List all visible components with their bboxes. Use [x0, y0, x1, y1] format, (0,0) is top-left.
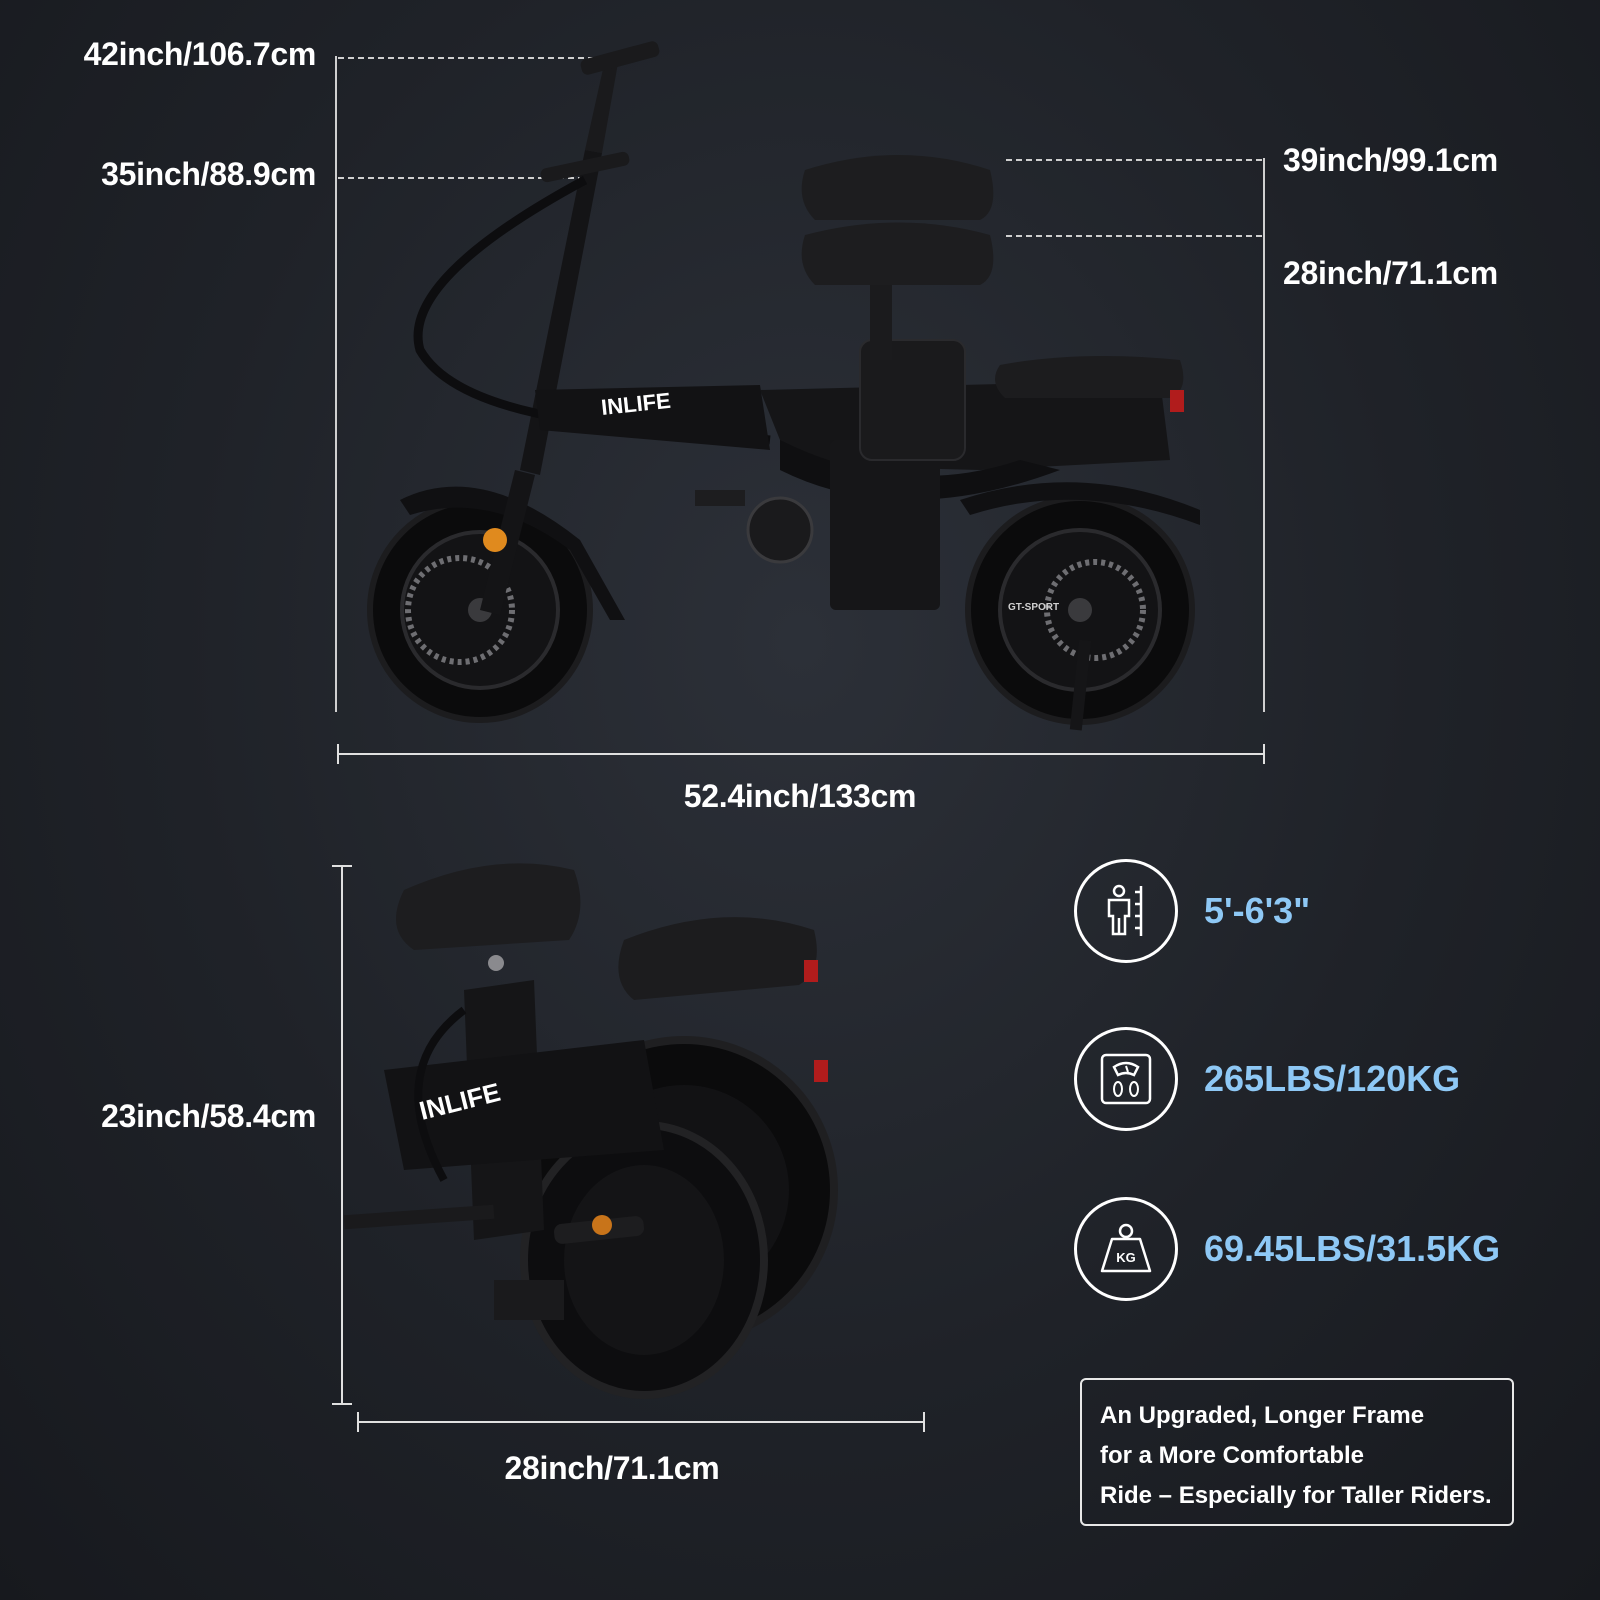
handlebar-height-min-label: 35inch/88.9cm: [101, 156, 316, 192]
spec-bike-weight: KG 69.45LBS/31.5KG: [1074, 1194, 1500, 1304]
overall-length-label: 52.4inch/133cm: [683, 778, 917, 814]
seat-height-max-label: 39inch/99.1cm: [1283, 142, 1498, 178]
ebike-unfolded-image: INLIFE GT-SPORT: [367, 41, 1200, 731]
rear-wheel-icon: [965, 495, 1195, 725]
folded-length-label: 28inch/71.1cm: [504, 1450, 720, 1486]
note-line-1: An Upgraded, Longer Frame: [1100, 1402, 1425, 1429]
seat-height-min-label: 28inch/71.1cm: [1283, 255, 1498, 291]
max-load-value: 265LBS/120KG: [1204, 1058, 1461, 1099]
scale-icon: [1074, 1027, 1178, 1131]
feature-note-box: An Upgraded, Longer Frame for a More Com…: [1080, 1378, 1514, 1526]
rider-height-icon: [1074, 859, 1178, 963]
folded-height-label: 23inch/58.4cm: [101, 1098, 316, 1134]
spec-rider-height: 5'-6'3": [1074, 856, 1310, 966]
handlebar-height-max-label: 42inch/106.7cm: [83, 36, 317, 72]
bike-weight-value: 69.45LBS/31.5KG: [1204, 1228, 1501, 1269]
note-line-2: for a More Comfortable: [1100, 1442, 1365, 1469]
spec-max-load: 265LBS/120KG: [1074, 1024, 1460, 1134]
weight-kg-icon: KG: [1074, 1197, 1178, 1301]
note-line-3: Ride – Especially for Taller Riders.: [1100, 1482, 1492, 1509]
svg-text:KG: KG: [1116, 1250, 1136, 1265]
ebike-folded-image: INLIFE: [344, 863, 838, 1399]
rider-height-value: 5'-6'3": [1204, 890, 1311, 931]
swingarm-logo: GT-SPORT: [1008, 602, 1059, 613]
